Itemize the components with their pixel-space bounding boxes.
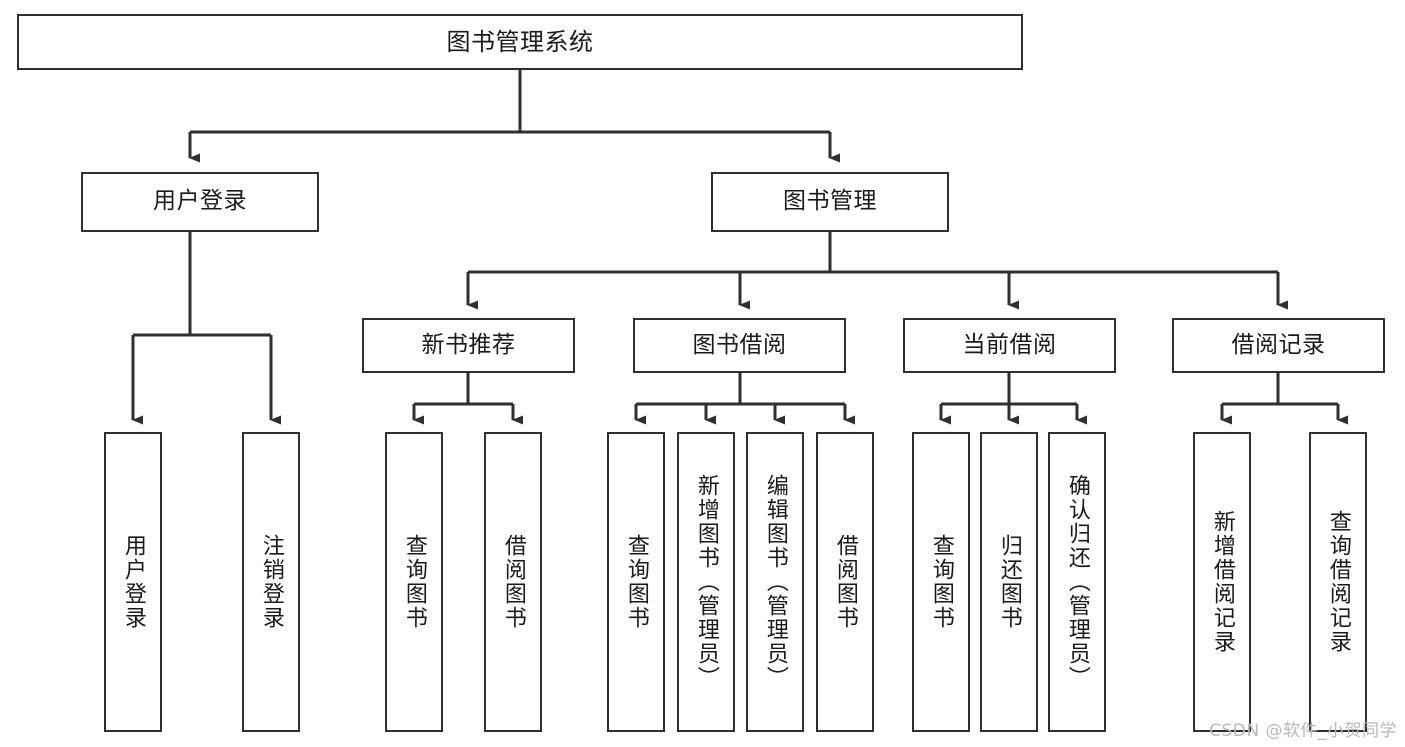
node-current-borrow-label: 当前借阅 [962, 331, 1057, 358]
node-leaf-query-record[interactable]: 查询借阅记录 [1309, 432, 1367, 732]
node-borrow-record-label: 借阅记录 [1231, 331, 1326, 358]
node-leaf-add-record-label: 新增借阅记录 [1209, 510, 1235, 654]
node-leaf-add-book-label: 新增图书（管理员） [693, 474, 719, 690]
node-leaf-borrow-book-2[interactable]: 借阅图书 [816, 432, 874, 732]
node-leaf-return-book-label: 归还图书 [996, 534, 1022, 630]
node-book-management[interactable]: 图书管理 [711, 172, 949, 232]
node-leaf-query-book-3-label: 查询图书 [928, 534, 954, 630]
node-user-login-label: 用户登录 [153, 188, 247, 215]
node-leaf-user-login-label: 用户登录 [120, 534, 146, 630]
node-leaf-borrow-book-1[interactable]: 借阅图书 [484, 432, 542, 732]
node-leaf-borrow-book-1-label: 借阅图书 [500, 534, 526, 630]
node-root-label: 图书管理系统 [446, 27, 594, 56]
node-leaf-edit-book[interactable]: 编辑图书（管理员） [746, 432, 804, 732]
node-leaf-add-book[interactable]: 新增图书（管理员） [677, 432, 735, 732]
node-new-book-recommend-label: 新书推荐 [421, 331, 516, 358]
node-leaf-return-book[interactable]: 归还图书 [980, 432, 1038, 732]
node-new-book-recommend[interactable]: 新书推荐 [362, 318, 575, 373]
node-leaf-logout-label: 注销登录 [258, 534, 284, 630]
node-user-login[interactable]: 用户登录 [81, 172, 319, 232]
node-book-borrow[interactable]: 图书借阅 [633, 318, 846, 373]
node-leaf-add-record[interactable]: 新增借阅记录 [1193, 432, 1251, 732]
node-root[interactable]: 图书管理系统 [17, 14, 1023, 70]
node-leaf-confirm-return[interactable]: 确认归还（管理员） [1048, 432, 1106, 732]
node-leaf-query-book-3[interactable]: 查询图书 [912, 432, 970, 732]
node-leaf-query-book-2-label: 查询图书 [623, 534, 649, 630]
watermark-text: CSDN @软件_小贺同学 [1209, 721, 1397, 741]
node-borrow-record[interactable]: 借阅记录 [1172, 318, 1385, 373]
node-current-borrow[interactable]: 当前借阅 [903, 318, 1116, 373]
node-leaf-confirm-return-label: 确认归还（管理员） [1064, 474, 1090, 690]
node-leaf-query-record-label: 查询借阅记录 [1325, 510, 1351, 654]
node-book-borrow-label: 图书借阅 [692, 331, 787, 358]
node-leaf-user-login[interactable]: 用户登录 [104, 432, 162, 732]
node-leaf-query-book-1-label: 查询图书 [401, 534, 427, 630]
node-leaf-edit-book-label: 编辑图书（管理员） [762, 474, 788, 690]
node-book-management-label: 图书管理 [783, 188, 877, 215]
node-leaf-logout[interactable]: 注销登录 [242, 432, 300, 732]
node-leaf-query-book-2[interactable]: 查询图书 [607, 432, 665, 732]
node-leaf-borrow-book-2-label: 借阅图书 [832, 534, 858, 630]
node-leaf-query-book-1[interactable]: 查询图书 [385, 432, 443, 732]
